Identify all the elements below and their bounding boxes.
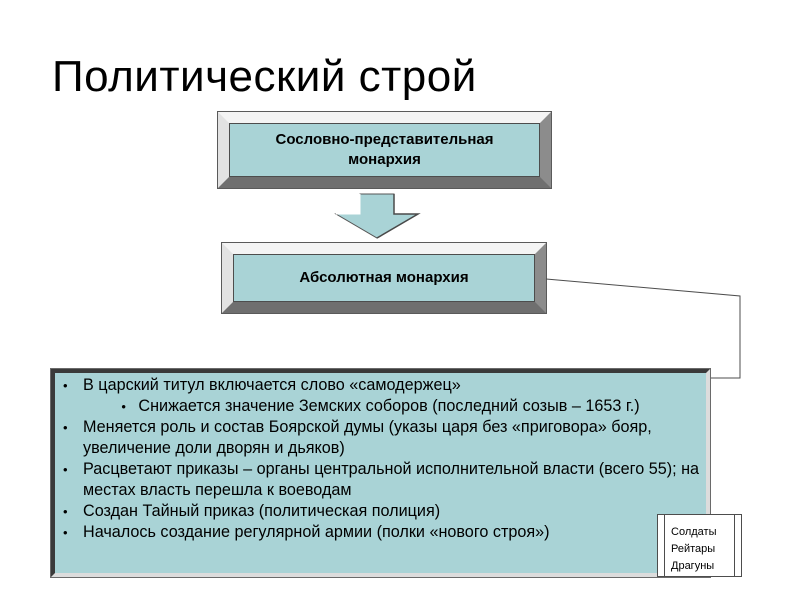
bullet-icon: • bbox=[63, 462, 68, 477]
features-panel: • В царский титул включается слово «само… bbox=[51, 369, 710, 577]
feature-item: • Меняется роль и состав Боярской думы (… bbox=[63, 418, 652, 457]
feature-item: • Создан Тайный приказ (политическая пол… bbox=[63, 502, 441, 520]
army-types-box: Солдаты Рейтары Драгуны bbox=[657, 514, 742, 577]
page-title: Политический строй bbox=[52, 52, 477, 101]
features-list: • В царский титул включается слово «само… bbox=[59, 375, 702, 543]
bullet-icon: • bbox=[63, 420, 68, 435]
bullet-icon: • bbox=[63, 504, 68, 519]
feature-item: • Началось создание регулярной армии (по… bbox=[63, 523, 550, 541]
estate-monarchy-line-1: Сословно-представительная bbox=[275, 131, 494, 148]
bullet-icon: • bbox=[63, 378, 68, 393]
absolute-monarchy-box: Абсолютная монархия bbox=[222, 243, 546, 313]
estate-monarchy-box: Сословно-представительная монархия bbox=[218, 112, 551, 188]
feature-item: • В царский титул включается слово «само… bbox=[63, 376, 461, 394]
army-type-soldiers: Солдаты bbox=[671, 526, 717, 538]
down-arrow-icon bbox=[334, 193, 421, 239]
army-type-dragoons: Драгуны bbox=[671, 560, 715, 572]
feature-item: • Снижается значение Земских соборов (по… bbox=[121, 397, 640, 415]
feature-item: • Расцветают приказы – органы центрально… bbox=[63, 460, 700, 499]
army-type-reiters: Рейтары bbox=[671, 543, 716, 555]
estate-monarchy-line-2: монархия bbox=[348, 151, 421, 168]
bullet-icon: • bbox=[63, 525, 68, 540]
bullet-icon: • bbox=[121, 399, 126, 414]
absolute-monarchy-label: Абсолютная монархия bbox=[299, 269, 469, 286]
